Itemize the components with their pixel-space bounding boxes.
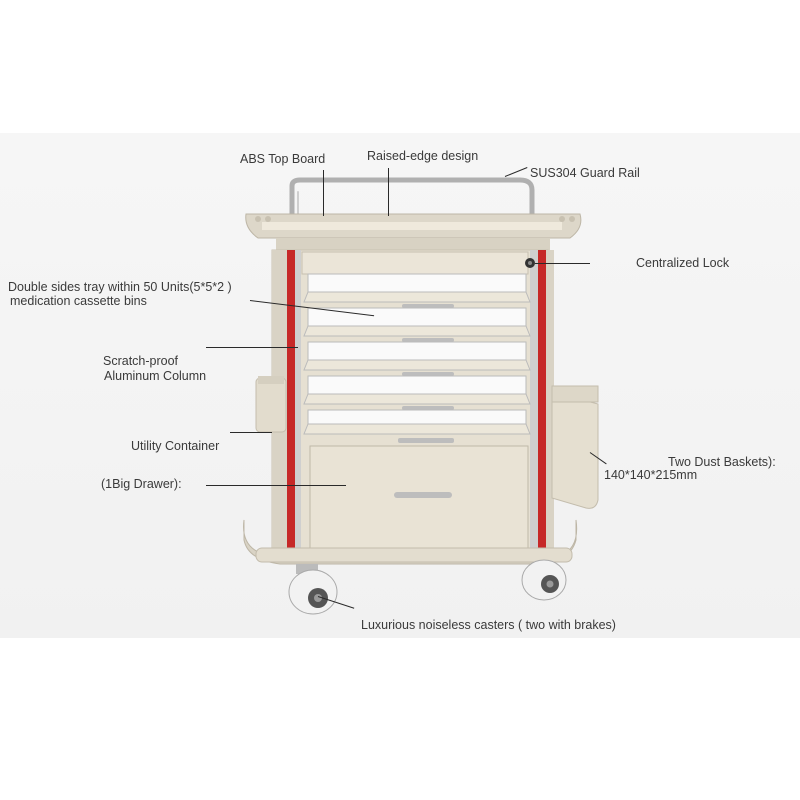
label-centralized-lock: Centralized Lock: [636, 256, 730, 270]
leader-abs-top-board: [323, 170, 324, 216]
big-drawer: [309, 445, 529, 549]
leader-big-drawer: [206, 485, 346, 486]
caster-front-left: [288, 564, 338, 615]
leader-scratch-proof: [206, 347, 298, 348]
tray-drawers: [303, 273, 531, 443]
label-abs-top-board: ABS Top Board: [240, 152, 326, 166]
label-scratch-line1: Scratch-proof: [103, 354, 179, 368]
label-double-tray-line1: Double sides tray within 50 Units(5*5*2 …: [8, 280, 232, 294]
utility-container: [255, 376, 287, 433]
label-double-tray-line2: medication cassette bins: [10, 294, 147, 308]
label-utility-container: Utility Container: [131, 439, 220, 453]
label-scratch-line2: Aluminum Column: [104, 369, 207, 383]
leader-utility-container: [230, 432, 272, 433]
dust-basket: [551, 385, 599, 509]
label-casters: Luxurious noiseless casters ( two with b…: [361, 618, 616, 632]
label-guard-rail: SUS304 Guard Rail: [530, 166, 640, 180]
leader-centralized-lock: [535, 263, 590, 264]
label-raised-edge: Raised-edge design: [367, 149, 479, 163]
leader-raised-edge: [388, 168, 389, 216]
label-big-drawer: (1Big Drawer):: [101, 477, 182, 491]
abs-top-board: [245, 213, 582, 252]
label-dust-baskets-line1: Two Dust Baskets):: [668, 455, 776, 469]
aluminum-column-right: [530, 250, 554, 550]
lock-drawer: [301, 251, 535, 275]
caster-front-right: [521, 559, 567, 601]
label-dust-baskets-line2: 140*140*215mm: [604, 468, 698, 482]
